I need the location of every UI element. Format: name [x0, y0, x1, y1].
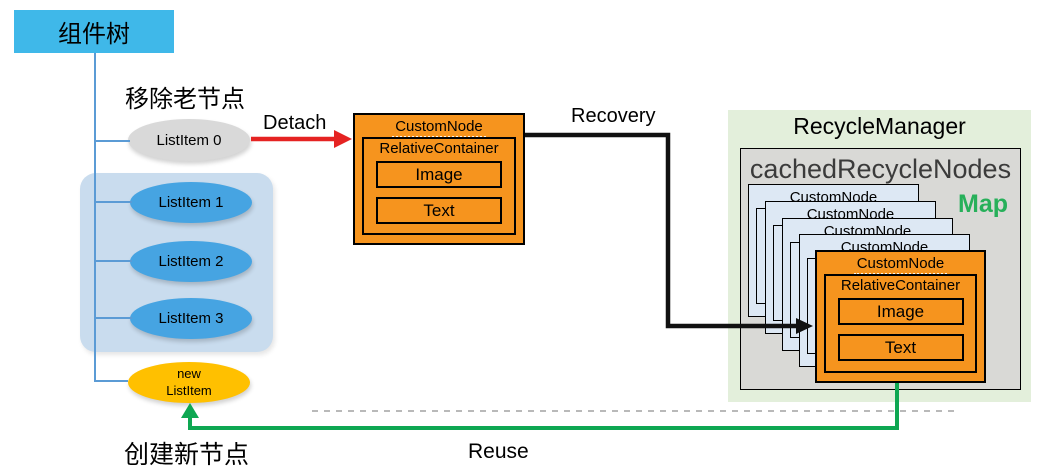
listitem-1-node: ListItem 1: [130, 182, 252, 223]
recycle-manager-title: RecycleManager: [793, 113, 966, 139]
new-listitem-node: new ListItem: [128, 362, 250, 403]
listitem-0-label: ListItem 0: [156, 131, 222, 149]
custom-node-detached: CustomNode RelativeContainer Image Text: [353, 113, 525, 245]
remove-old-node-label: 移除老节点: [125, 86, 245, 113]
custom-node-title: CustomNode: [817, 252, 984, 275]
new-listitem-line1: new: [177, 366, 201, 382]
component-tree-header: 组件树: [14, 10, 174, 53]
custom-node-title: CustomNode: [355, 115, 523, 138]
listitem-1-label: ListItem 1: [158, 194, 224, 211]
image-leaf-box: Image: [837, 298, 964, 325]
image-leaf-box: Image: [376, 161, 502, 188]
relative-container-box: RelativeContainer Image Text: [824, 274, 977, 373]
relative-container-box: RelativeContainer Image Text: [362, 137, 516, 235]
listitem-0-node: ListItem 0: [128, 119, 250, 161]
new-listitem-line2: ListItem: [166, 382, 212, 398]
create-new-node-label: 创建新节点: [124, 441, 250, 469]
cached-recycle-nodes-title: cachedRecycleNodes: [749, 154, 1012, 184]
relative-container-title: RelativeContainer: [840, 277, 961, 294]
recovery-arrow-label: Recovery: [571, 105, 656, 127]
map-label: Map: [958, 190, 1008, 218]
reuse-arrow-label: Reuse: [468, 440, 529, 463]
custom-node-cached-front: CustomNode RelativeContainer Image Text: [815, 250, 986, 383]
relative-container-title: RelativeContainer: [379, 140, 499, 157]
listitem-3-node: ListItem 3: [130, 298, 252, 339]
text-leaf-box: Text: [376, 197, 502, 224]
listitem-2-label: ListItem 2: [158, 253, 224, 270]
custom-node-title-text: CustomNode: [392, 118, 486, 138]
detach-arrow-label: Detach: [263, 112, 327, 134]
listitem-2-node: ListItem 2: [130, 241, 252, 282]
custom-node-title-text: CustomNode: [853, 255, 948, 275]
component-tree-title: 组件树: [58, 21, 130, 48]
text-leaf-box: Text: [837, 334, 964, 361]
listitem-3-label: ListItem 3: [158, 310, 224, 327]
